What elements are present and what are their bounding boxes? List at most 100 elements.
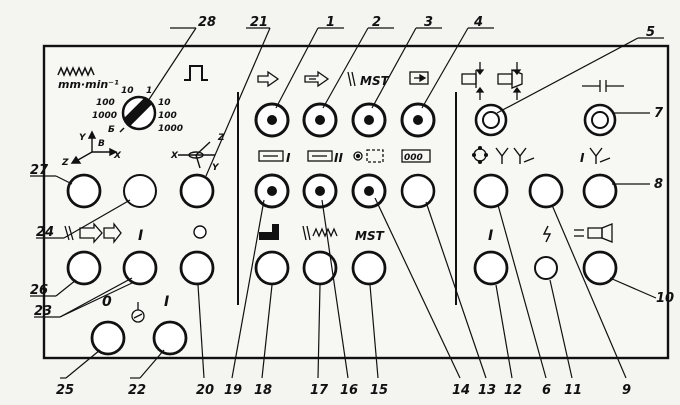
callout-11: 11	[564, 383, 582, 398]
button-12[interactable]	[473, 173, 509, 209]
callout-10: 10	[656, 291, 674, 306]
one-label-right: I	[488, 228, 493, 244]
tool-change-icon	[471, 145, 489, 165]
button-3[interactable]	[351, 102, 387, 138]
roman-1-label: I	[286, 151, 291, 165]
callout-1: 1	[326, 15, 335, 30]
button-20[interactable]	[179, 250, 215, 286]
button-15[interactable]	[351, 250, 387, 286]
button-26[interactable]	[66, 250, 102, 286]
button-22[interactable]	[152, 320, 188, 356]
tool-icon-2	[513, 147, 535, 164]
callout-7: 7	[654, 106, 664, 121]
callout-16: 16	[340, 383, 358, 398]
step-icon	[259, 224, 279, 240]
callout-23: 23	[34, 304, 52, 319]
axes-main-icon	[70, 130, 118, 164]
jog-arrows-icon	[64, 222, 122, 244]
button-14[interactable]	[351, 173, 387, 209]
button-11[interactable]	[534, 256, 558, 280]
program-2-icon	[307, 150, 333, 162]
axes-alt-y: Y	[212, 163, 220, 173]
lamp-indicator	[193, 225, 207, 239]
dial-left-10: 10	[121, 86, 134, 96]
callout-24: 24	[36, 225, 54, 240]
button-6[interactable]	[528, 173, 564, 209]
axes-alt-icon	[178, 141, 215, 169]
cycle-icon	[409, 71, 429, 85]
roman-2-label: II	[334, 151, 343, 165]
dial-left-100: 100	[96, 98, 115, 108]
mst-label: MST	[355, 229, 385, 243]
dial-right-1000: 1000	[158, 124, 183, 134]
button-7[interactable]	[583, 103, 617, 137]
callout-2: 2	[372, 15, 381, 30]
button-23[interactable]	[122, 250, 158, 286]
mst-label-top: MST	[360, 74, 390, 88]
tool-icon-1	[495, 147, 509, 164]
feed-unit-label: mm·min⁻¹	[58, 78, 119, 91]
callout-14: 14	[452, 383, 470, 398]
zero-label: 0	[102, 294, 112, 310]
i-label: I	[164, 294, 169, 310]
manual-feed-icon	[302, 225, 338, 241]
callout-3: 3	[424, 15, 433, 30]
lightning-icon	[542, 225, 552, 243]
pulse-icon	[184, 65, 208, 81]
leader-lines	[30, 27, 664, 379]
button-24[interactable]	[123, 174, 157, 208]
callout-19: 19	[224, 383, 242, 398]
button-25[interactable]	[90, 320, 126, 356]
callout-21: 21	[250, 15, 268, 30]
dial-right-100: 100	[158, 111, 177, 121]
callout-12: 12	[504, 383, 522, 398]
button-19[interactable]	[254, 173, 290, 209]
callout-5: 5	[646, 25, 655, 40]
callout-28: 28	[198, 15, 216, 30]
axes-main-x: X	[113, 151, 122, 161]
manual-icon-top	[347, 71, 356, 87]
button-27[interactable]	[66, 173, 102, 209]
dial-right-10: 10	[158, 98, 171, 108]
callout-8: 8	[654, 177, 663, 192]
one-label-right-top: I	[580, 151, 585, 165]
button-17[interactable]	[302, 250, 338, 286]
callout-18: 18	[254, 383, 272, 398]
button-4[interactable]	[400, 102, 436, 138]
callout-6: 6	[542, 383, 551, 398]
feed-wave-icon	[57, 66, 95, 77]
dial-right-1: 1	[146, 86, 152, 96]
button-10[interactable]	[582, 250, 618, 286]
axes-main-b: B	[98, 139, 105, 149]
tool-fast-forward-icon	[304, 70, 330, 88]
callout-26: 26	[30, 283, 48, 298]
button-8[interactable]	[582, 173, 618, 209]
display-icon	[401, 149, 431, 163]
feed-range-dial	[119, 95, 157, 133]
callout-9: 9	[622, 383, 631, 398]
button-21[interactable]	[179, 173, 215, 209]
callout-13: 13	[478, 383, 496, 398]
tool-icon-3	[589, 147, 611, 164]
spindle-icon	[574, 223, 613, 243]
button-18[interactable]	[254, 250, 290, 286]
button-5[interactable]	[474, 103, 508, 137]
button-13[interactable]	[400, 173, 436, 209]
callout-17: 17	[310, 383, 329, 398]
button-2[interactable]	[302, 102, 338, 138]
one-label-left: I	[138, 228, 143, 244]
button-16[interactable]	[302, 173, 338, 209]
dial-left-b: Б	[108, 125, 115, 135]
axes-main-y: Y	[79, 133, 87, 143]
callout-20: 20	[196, 383, 214, 398]
button-1[interactable]	[254, 102, 290, 138]
button-12b[interactable]	[473, 250, 509, 286]
program-1-icon	[258, 150, 284, 162]
axes-alt-z: Z	[217, 133, 225, 143]
dial-left-1000: 1000	[92, 111, 117, 121]
callout-27: 27	[30, 163, 49, 178]
axes-main-z: Z	[61, 158, 69, 168]
clamp-icon-2	[497, 62, 523, 100]
callout-25: 25	[56, 383, 74, 398]
